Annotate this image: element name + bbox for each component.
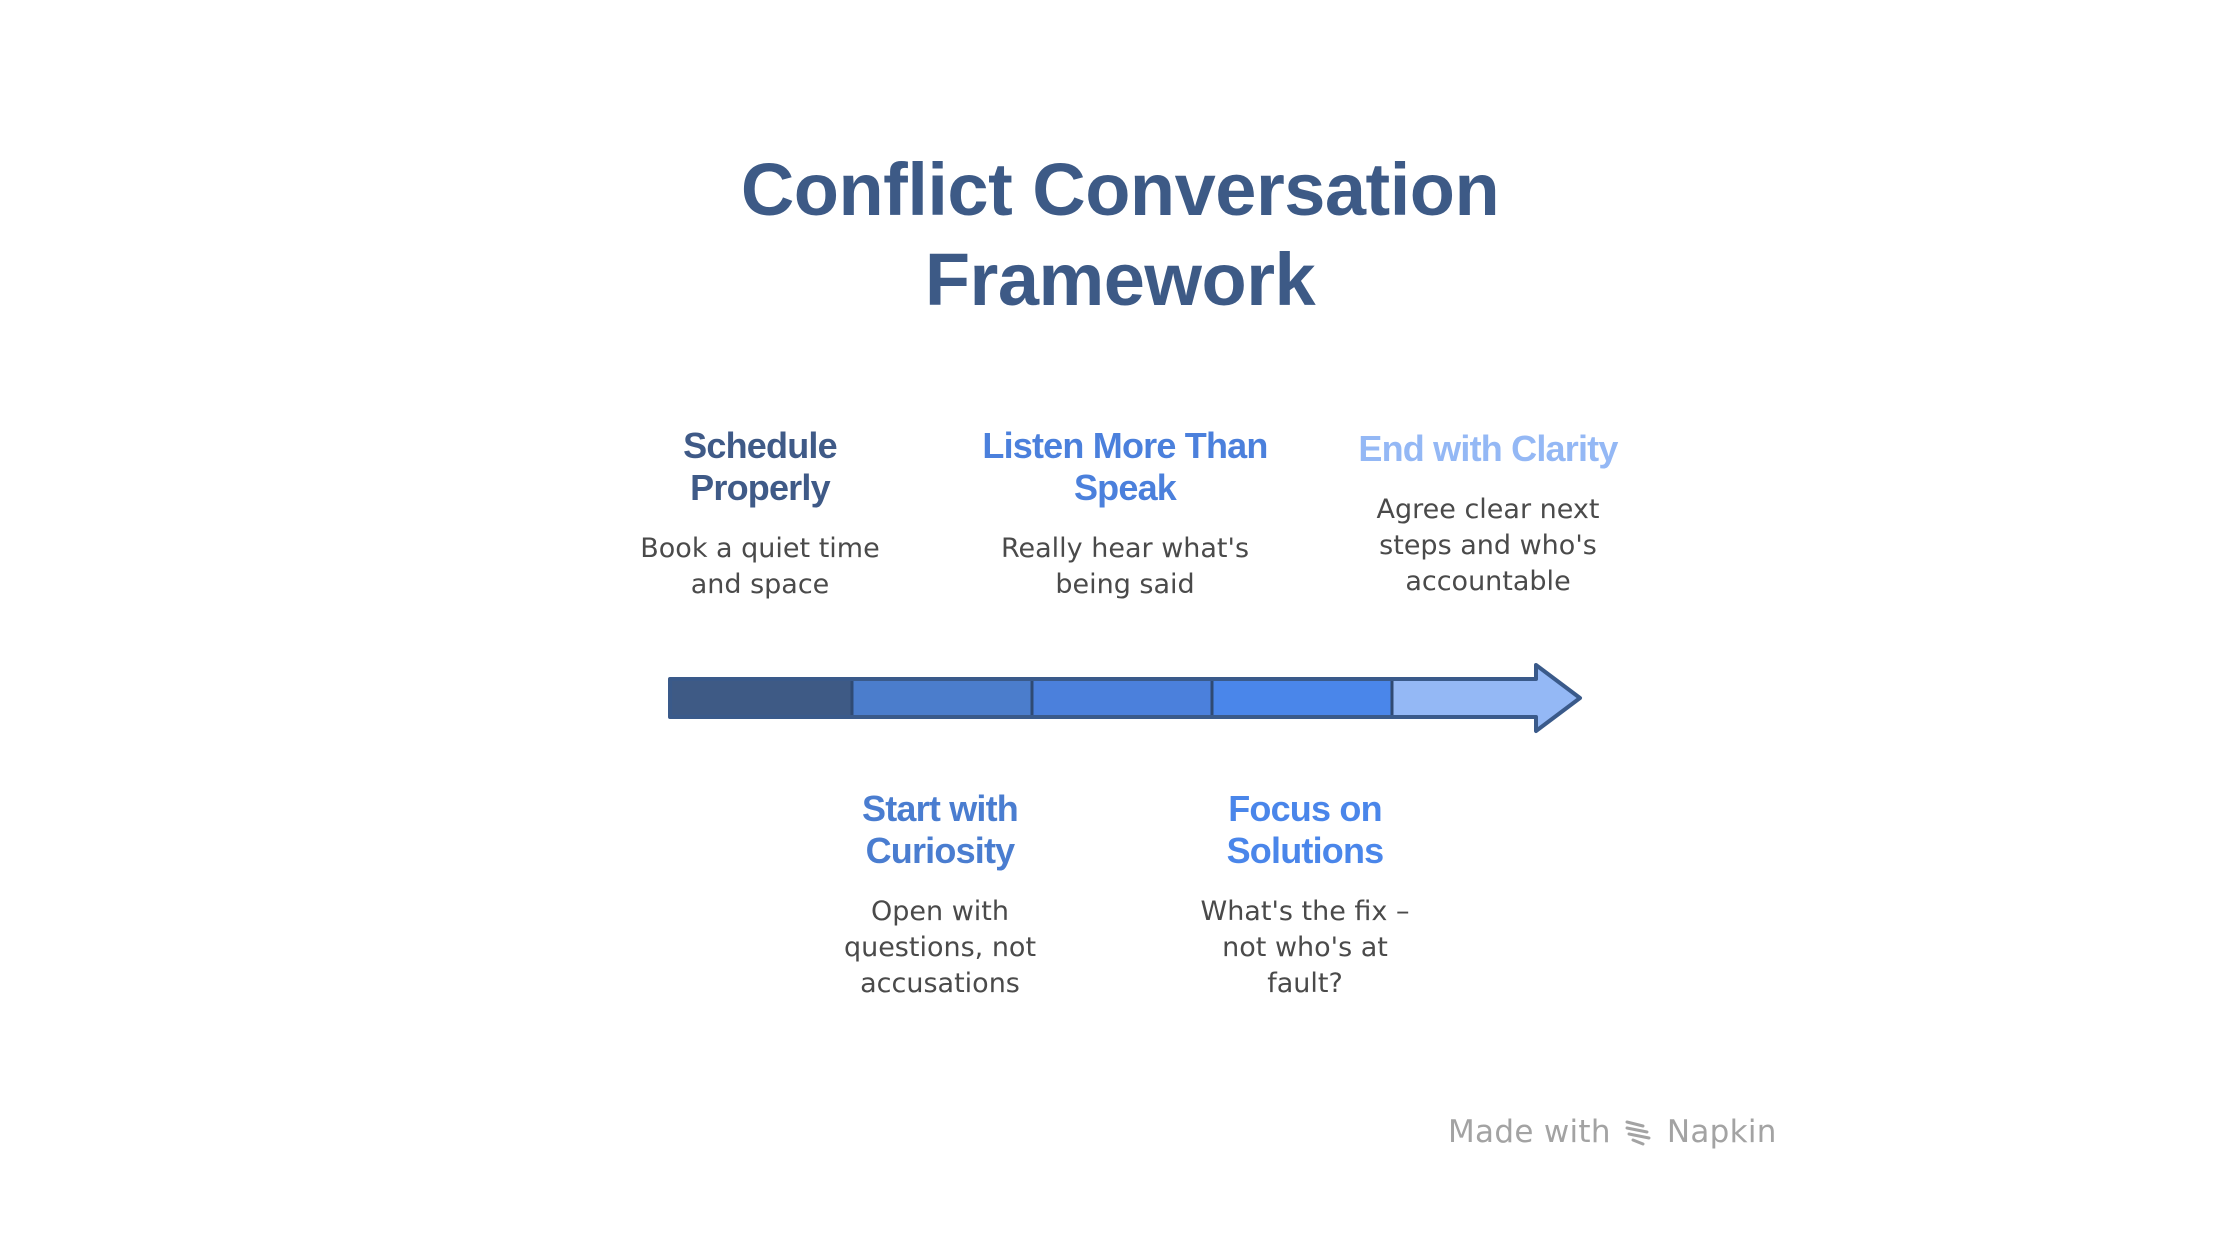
step-description-line: not who's at xyxy=(1222,932,1388,963)
step-heading: Start with Curiosity xyxy=(770,788,1110,872)
step-description-line: accusations xyxy=(860,968,1020,999)
step-description-line: What's the fix – xyxy=(1200,896,1410,927)
napkin-brand-label: Napkin xyxy=(1666,1114,1777,1150)
step-description-line: Book a quiet time xyxy=(640,533,880,564)
step-listen-more-than-speak: Listen More Than Speak Really hear what'… xyxy=(955,425,1295,603)
napkin-logo-icon xyxy=(1625,1120,1651,1146)
arrow-head-segment xyxy=(1392,665,1580,731)
step-description-line: Open with xyxy=(871,896,1009,927)
step-heading-line: Solutions xyxy=(1226,830,1385,871)
step-heading: Schedule Properly xyxy=(590,425,930,509)
step-heading-line: Speak xyxy=(1073,467,1177,508)
timeline-arrow xyxy=(668,663,1582,733)
made-with-label: Made with xyxy=(1448,1114,1611,1150)
step-heading-line: End with Clarity xyxy=(1358,428,1618,469)
step-heading: End with Clarity xyxy=(1318,428,1658,470)
step-description: Really hear what's being said xyxy=(955,531,1295,603)
step-heading-line: Curiosity xyxy=(865,830,1016,871)
step-description-line: questions, not xyxy=(843,932,1037,963)
step-description: Book a quiet time and space xyxy=(590,531,930,603)
step-focus-on-solutions: Focus on Solutions What's the fix – not … xyxy=(1135,788,1475,1002)
title-line-1: Conflict Conversation xyxy=(740,148,1500,231)
step-description-line: being said xyxy=(1055,569,1195,600)
step-schedule-properly: Schedule Properly Book a quiet time and … xyxy=(590,425,930,603)
diagram-title: Conflict Conversation Framework xyxy=(0,145,2240,325)
step-description-line: Really hear what's xyxy=(1000,533,1250,564)
step-heading-line: Schedule xyxy=(683,425,837,466)
step-description: Open with questions, not accusations xyxy=(770,894,1110,1002)
step-description: What's the fix – not who's at fault? xyxy=(1135,894,1475,1002)
step-description: Agree clear next steps and who's account… xyxy=(1318,492,1658,600)
arrow-segment-1 xyxy=(670,679,852,717)
step-heading-line: Properly xyxy=(690,467,830,508)
arrow-outline xyxy=(668,663,1582,733)
step-description-line: fault? xyxy=(1267,968,1343,999)
step-heading-line: Focus on xyxy=(1228,788,1382,829)
arrow-segment-4 xyxy=(1212,679,1392,717)
arrow-segment-2 xyxy=(852,679,1032,717)
step-heading: Listen More Than Speak xyxy=(955,425,1295,509)
step-start-with-curiosity: Start with Curiosity Open with questions… xyxy=(770,788,1110,1002)
step-description-line: accountable xyxy=(1405,566,1571,597)
step-description-line: steps and who's xyxy=(1379,530,1597,561)
step-heading-line: Listen More Than xyxy=(982,425,1268,466)
step-description-line: and space xyxy=(690,569,830,600)
made-with-napkin-credit: Made with Napkin xyxy=(1448,1114,1777,1150)
step-description-line: Agree clear next xyxy=(1376,494,1600,525)
step-heading-line: Start with xyxy=(861,788,1019,829)
title-line-2: Framework xyxy=(924,238,1316,321)
step-heading: Focus on Solutions xyxy=(1135,788,1475,872)
step-end-with-clarity: End with Clarity Agree clear next steps … xyxy=(1318,428,1658,600)
arrow-segment-3 xyxy=(1032,679,1212,717)
